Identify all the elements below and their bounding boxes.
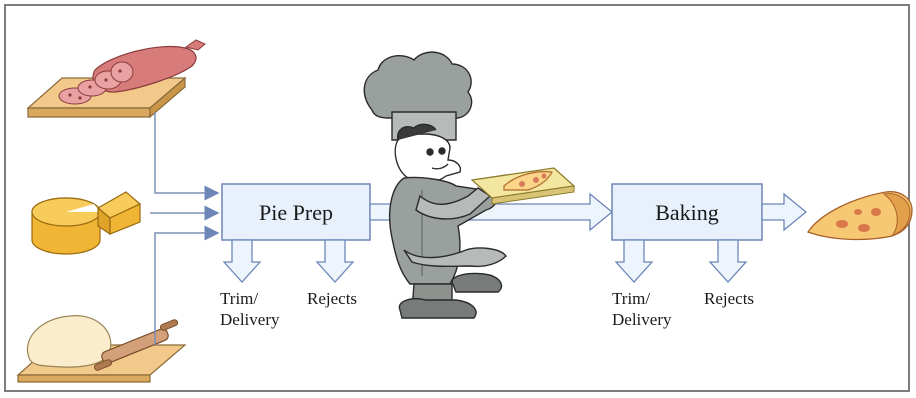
- salami-feed-line: [154, 112, 220, 201]
- pie-prep-trim-arrow: [222, 239, 262, 283]
- pie-prep-trim-label: Trim/: [220, 289, 258, 308]
- pie-prep-rejects-arrow: [315, 239, 355, 283]
- pie-prep-delivery-label: Delivery: [220, 310, 280, 329]
- salami-icon: [26, 39, 206, 119]
- feed-lines: [150, 112, 220, 345]
- pie-prep-rejects-label: Rejects: [307, 289, 357, 308]
- pie-prep-process: Pie Prep: [221, 183, 371, 241]
- baking-trim-label: Trim/: [612, 289, 650, 308]
- baking-rejects-arrow: [708, 239, 748, 283]
- chef-icon: [363, 51, 507, 319]
- baking-process: Baking: [611, 183, 763, 241]
- pie-prep-label: Pie Prep: [259, 200, 333, 225]
- baking-label: Baking: [655, 200, 719, 225]
- baking-trim-arrow: [614, 239, 654, 283]
- dough-icon: [16, 315, 187, 383]
- cheese-icon: [31, 191, 142, 255]
- baking-output-arrow: [761, 192, 808, 232]
- baking-delivery-label: Delivery: [612, 310, 672, 329]
- pizza-slice-icon: [806, 191, 913, 241]
- baking-rejects-label: Rejects: [704, 289, 754, 308]
- tray-with-pizza: [470, 167, 576, 205]
- dough-feed-line: [154, 225, 220, 345]
